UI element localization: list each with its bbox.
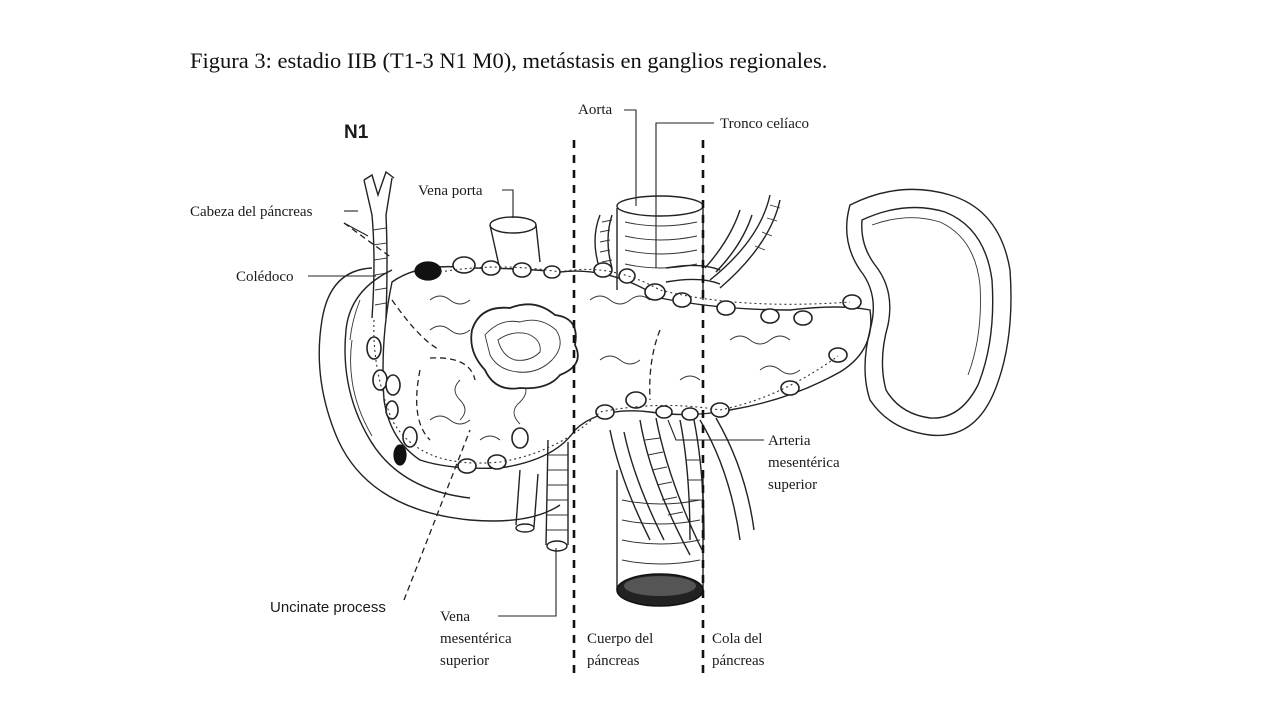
label-arteria-line1: Arteria	[768, 433, 811, 449]
figure-caption: Figura 3: estadio IIB (T1-3 N1 M0), metá…	[190, 48, 828, 73]
portal-vein-drawing	[489, 216, 541, 271]
label-cabeza-pancreas: Cabeza del páncreas	[190, 204, 313, 220]
label-arteria-line2: mesentérica	[768, 455, 840, 471]
duodenum-outline	[318, 267, 561, 522]
bile-duct-drawing	[363, 170, 395, 319]
tumor-mass	[470, 303, 579, 390]
label-cuerpo-line1: Cuerpo del	[587, 631, 653, 647]
stage-label: N1	[344, 122, 369, 143]
label-vena-mes-line1: Vena	[440, 609, 470, 625]
label-arteria-line3: superior	[768, 477, 817, 493]
lymph-nodes	[366, 256, 862, 474]
label-uncinate-process: Uncinate process	[270, 599, 386, 616]
label-cola-line2: páncreas	[712, 653, 765, 669]
label-vena-mes-line2: mesentérica	[440, 631, 512, 647]
aorta-drawing	[616, 195, 704, 607]
sma-drawing	[609, 417, 755, 556]
label-tronco-celiaco: Tronco celíaco	[720, 116, 809, 132]
label-cola-line1: Cola del	[712, 631, 762, 647]
spleen-drawing	[845, 188, 1012, 437]
smv-drawing	[515, 439, 569, 552]
label-coledoco: Colédoco	[236, 269, 294, 285]
label-cuerpo-line2: páncreas	[587, 653, 640, 669]
label-vena-mes-line3: superior	[440, 653, 489, 669]
label-aorta: Aorta	[578, 102, 612, 118]
label-vena-porta: Vena porta	[418, 183, 483, 199]
